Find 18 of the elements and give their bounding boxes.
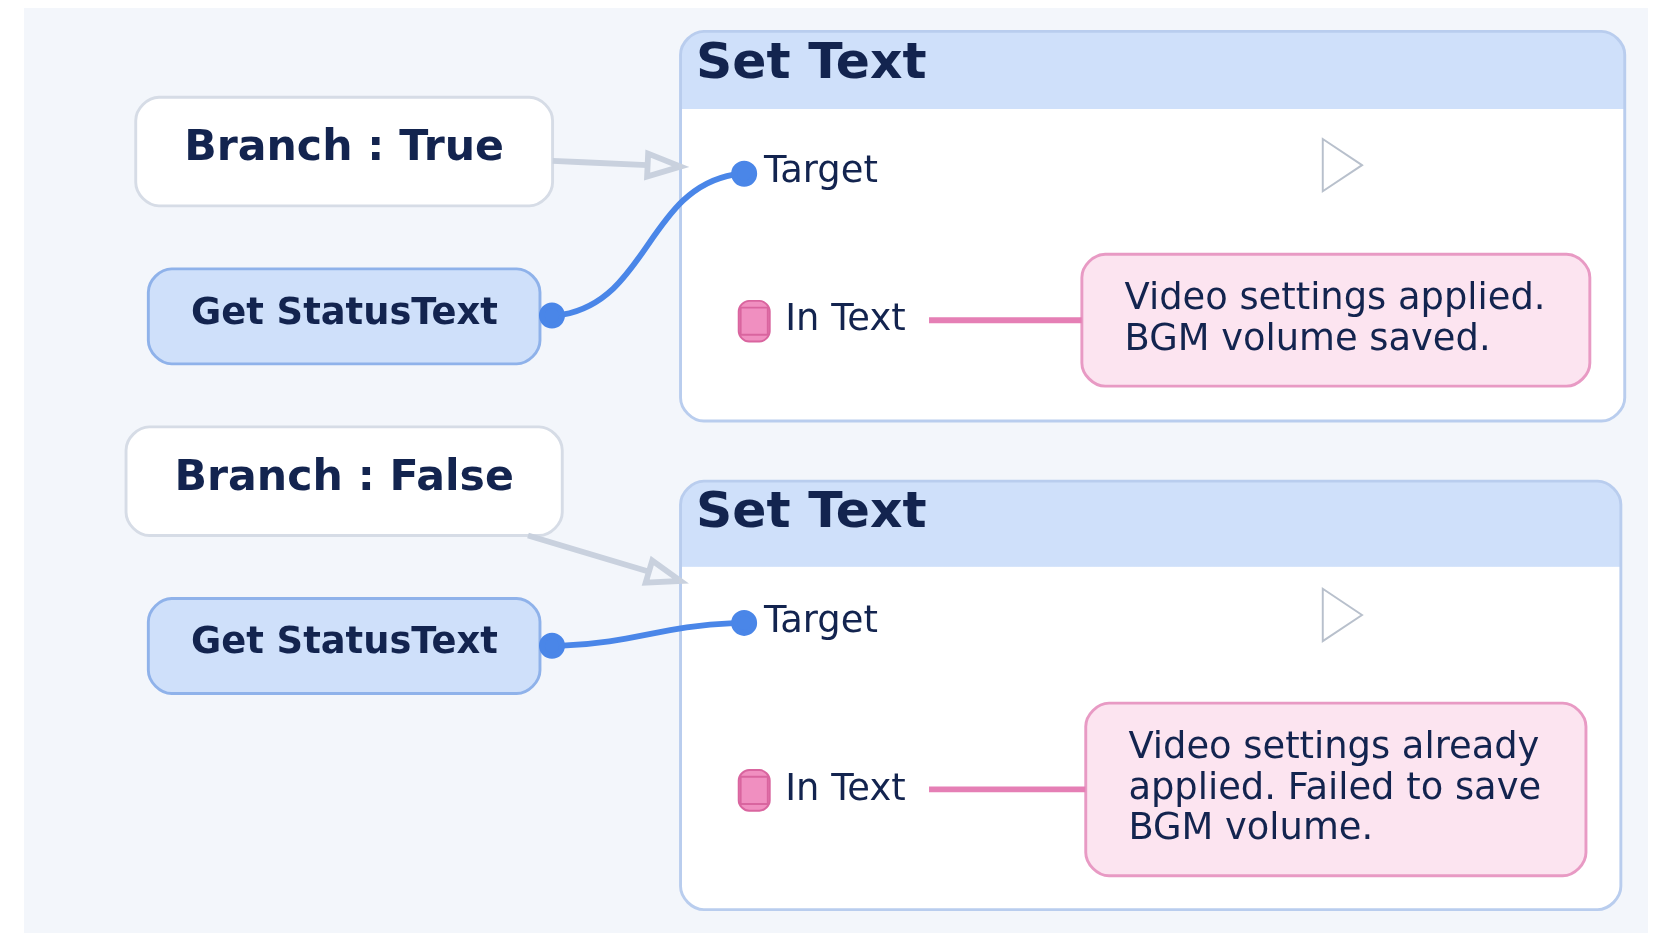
node-box: Branch : False xyxy=(124,425,564,537)
arrow xyxy=(552,149,690,181)
node-box: Get StatusText xyxy=(146,597,542,695)
node-text: Target xyxy=(763,597,878,641)
connector xyxy=(539,609,758,659)
node-label: In Text xyxy=(785,765,906,809)
node-box: Get StatusText xyxy=(146,267,542,366)
connector xyxy=(538,160,758,329)
node-triangle xyxy=(1321,137,1364,194)
arrow xyxy=(527,532,689,586)
connector xyxy=(929,786,1086,793)
node-box: Branch : True xyxy=(134,95,555,208)
node-label: In Text xyxy=(785,296,906,340)
node-text: Target xyxy=(763,148,878,192)
node-box: Video settings applied. BGM volume saved. xyxy=(1080,252,1592,388)
node-box: Video settings already applied. Failed to save BGM volume. xyxy=(1084,701,1588,878)
node-triangle xyxy=(1321,586,1364,643)
connector xyxy=(929,317,1082,324)
